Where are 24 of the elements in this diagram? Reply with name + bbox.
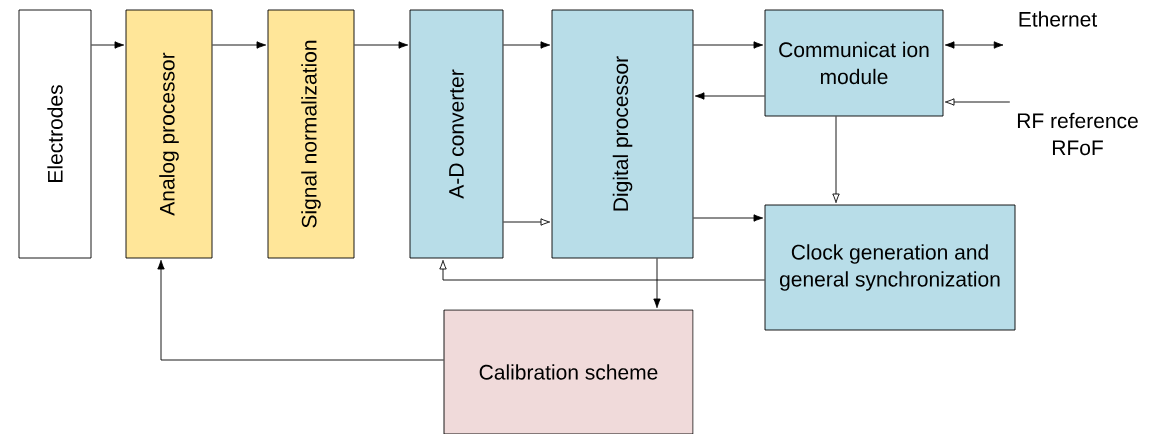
port-label: RF reference RFoF [1017, 112, 1138, 156]
port-label: Ethernet [1019, 11, 1098, 27]
arrow [503, 218, 551, 226]
input-box: Electrodes [18, 9, 92, 259]
arrow [693, 41, 764, 49]
process-box: Analog processor [125, 9, 213, 259]
process-box: Calibration scheme [443, 309, 694, 434]
arrow [439, 259, 765, 281]
arrow [693, 214, 764, 222]
process-box: Signal normalization [267, 9, 355, 259]
arrow [503, 41, 551, 49]
arrow [212, 41, 267, 49]
process-box: Digital processor [551, 9, 694, 259]
arrow [354, 41, 409, 49]
process-box: Communicat ion module [764, 9, 944, 117]
arrow [944, 41, 1004, 49]
arrow [157, 259, 444, 361]
process-box: A-D converter [409, 9, 504, 259]
arrow [91, 41, 125, 49]
arrow [694, 92, 765, 100]
arrow [653, 258, 661, 309]
process-box: Clock generation and general synchronization [764, 204, 1016, 331]
arrow [832, 116, 840, 204]
arrow [944, 98, 1011, 106]
